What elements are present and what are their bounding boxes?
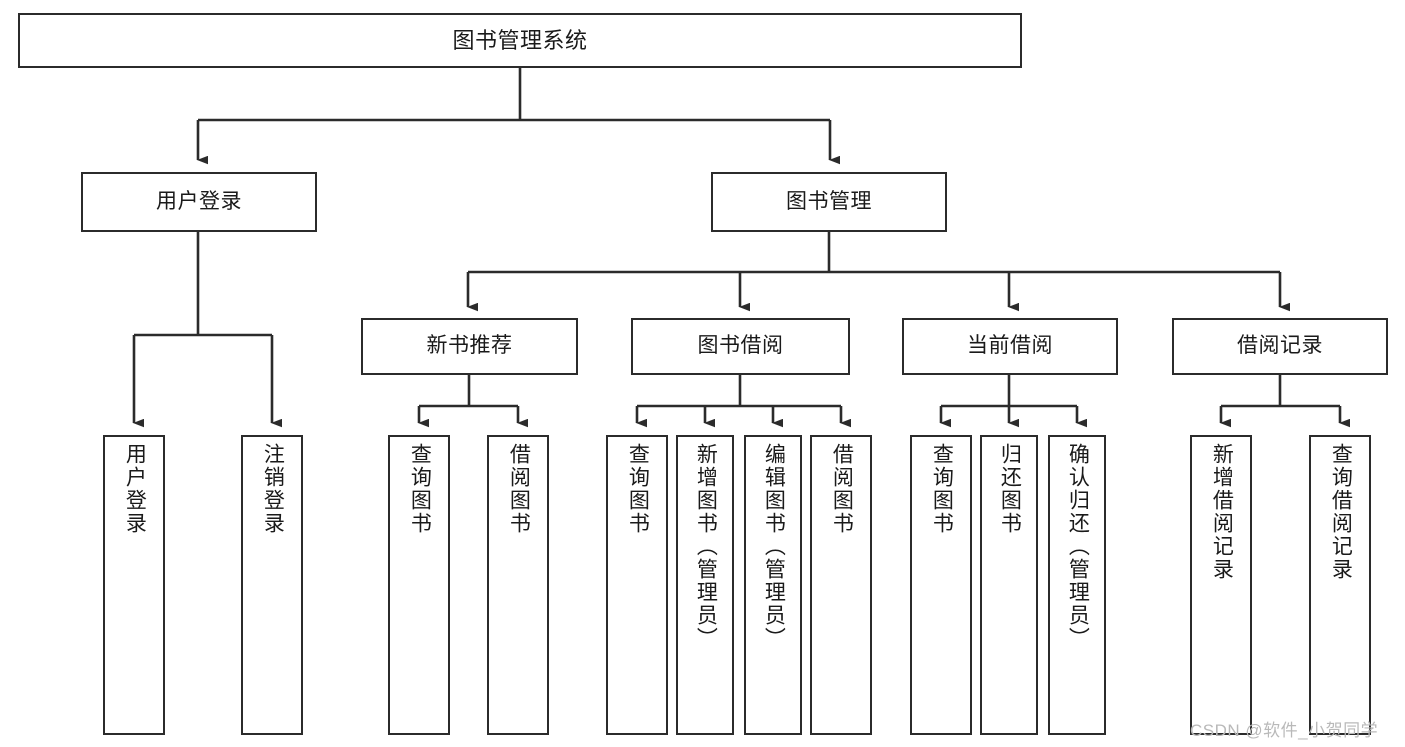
- node-new-book-recommend[interactable]: 新书推荐: [361, 318, 578, 375]
- watermark-csdn: CSDN @软件_小贺同学: [1190, 721, 1379, 740]
- node-current-borrow[interactable]: 当前借阅: [902, 318, 1118, 375]
- node-leaf-query-record[interactable]: 查询借阅记录: [1309, 435, 1371, 735]
- node-new-book-recommend-label: 新书推荐: [426, 334, 513, 358]
- node-leaf-borrow-book-1[interactable]: 借阅图书: [487, 435, 549, 735]
- node-leaf-return-book[interactable]: 归还图书: [980, 435, 1038, 735]
- node-leaf-user-login[interactable]: 用户登录: [103, 435, 165, 735]
- node-leaf-query-record-label: 查询借阅记录: [1329, 443, 1353, 581]
- node-leaf-borrow-book-2[interactable]: 借阅图书: [810, 435, 872, 735]
- node-leaf-query-book-1-label: 查询图书: [408, 443, 432, 535]
- node-leaf-query-book-1[interactable]: 查询图书: [388, 435, 450, 735]
- node-book-manage[interactable]: 图书管理: [711, 172, 947, 232]
- node-leaf-query-book-2[interactable]: 查询图书: [606, 435, 668, 735]
- node-leaf-edit-book[interactable]: 编辑图书（管理员）: [744, 435, 802, 735]
- node-leaf-add-record-label: 新增借阅记录: [1210, 443, 1234, 581]
- node-leaf-user-login-label: 用户登录: [123, 443, 147, 535]
- node-leaf-logout-login[interactable]: 注销登录: [241, 435, 303, 735]
- node-leaf-add-record[interactable]: 新增借阅记录: [1190, 435, 1252, 735]
- node-leaf-query-book-3[interactable]: 查询图书: [910, 435, 972, 735]
- node-user-login-label: 用户登录: [156, 189, 242, 213]
- node-leaf-add-book[interactable]: 新增图书（管理员）: [676, 435, 734, 735]
- node-current-borrow-label: 当前借阅: [967, 334, 1053, 358]
- node-borrow-record[interactable]: 借阅记录: [1172, 318, 1388, 375]
- node-leaf-confirm-return[interactable]: 确认归还（管理员）: [1048, 435, 1106, 735]
- node-book-borrow-label: 图书借阅: [697, 334, 784, 358]
- node-book-manage-label: 图书管理: [786, 189, 872, 213]
- node-leaf-return-book-label: 归还图书: [998, 443, 1022, 535]
- node-leaf-query-book-2-label: 查询图书: [626, 443, 650, 535]
- node-book-borrow[interactable]: 图书借阅: [631, 318, 850, 375]
- node-root-label: 图书管理系统: [452, 27, 588, 53]
- node-user-login[interactable]: 用户登录: [81, 172, 317, 232]
- node-root[interactable]: 图书管理系统: [18, 13, 1022, 68]
- node-leaf-borrow-book-2-label: 借阅图书: [830, 443, 854, 535]
- node-leaf-query-book-3-label: 查询图书: [930, 443, 954, 535]
- node-leaf-borrow-book-1-label: 借阅图书: [507, 443, 531, 535]
- node-leaf-edit-book-label: 编辑图书（管理员）: [762, 443, 786, 650]
- node-leaf-confirm-return-label: 确认归还（管理员）: [1066, 443, 1090, 650]
- node-leaf-add-book-label: 新增图书（管理员）: [694, 443, 718, 650]
- node-leaf-logout-login-label: 注销登录: [261, 443, 285, 535]
- node-borrow-record-label: 借阅记录: [1237, 334, 1323, 358]
